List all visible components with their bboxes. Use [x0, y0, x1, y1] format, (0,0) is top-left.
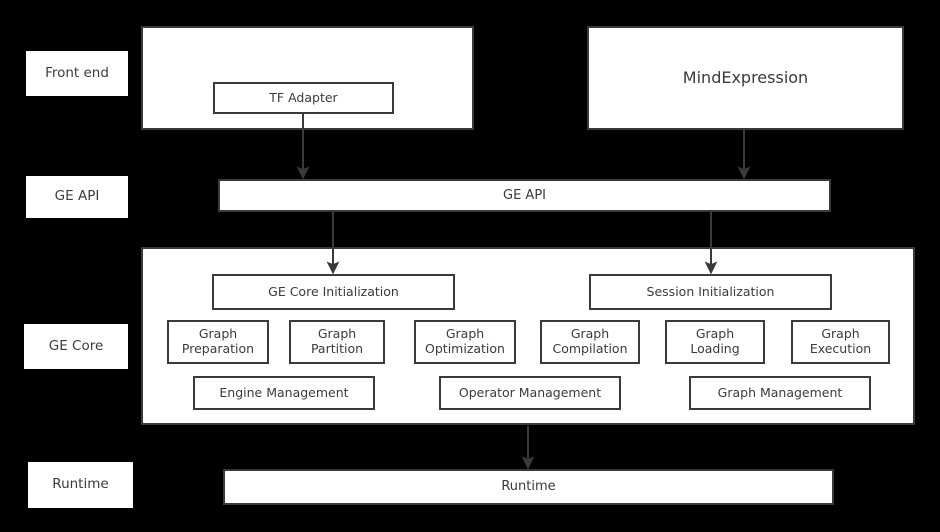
tf-adapter-label: TF Adapter: [269, 89, 338, 105]
module-graph-optimization[interactable]: Graph Optimization: [414, 320, 516, 364]
session-initialization-box[interactable]: Session Initialization: [589, 274, 832, 310]
module-graph-partition[interactable]: Graph Partition: [289, 320, 385, 364]
ge-api-bar[interactable]: GE API: [218, 179, 831, 212]
manager-engine-management-label: Engine Management: [219, 384, 349, 400]
module-graph-partition-label: Graph Partition: [310, 326, 364, 356]
session-initialization-label: Session Initialization: [646, 283, 775, 299]
module-graph-compilation-label: Graph Compilation: [552, 326, 628, 356]
layer-label-ge-api-text: GE API: [54, 188, 100, 205]
module-graph-preparation-label: Graph Preparation: [181, 326, 255, 356]
tf-adapter-box[interactable]: TF Adapter: [213, 82, 394, 114]
ge-core-initialization-label: GE Core Initialization: [268, 283, 399, 299]
mindexpression-label: MindExpression: [682, 67, 809, 87]
manager-engine-management[interactable]: Engine Management: [193, 376, 375, 410]
module-graph-optimization-label: Graph Optimization: [425, 326, 505, 356]
layer-label-ge-api: GE API: [26, 176, 128, 218]
module-graph-compilation[interactable]: Graph Compilation: [540, 320, 640, 364]
layer-label-front-end: Front end: [26, 51, 128, 96]
layer-label-ge-core: GE Core: [24, 324, 128, 369]
module-graph-preparation[interactable]: Graph Preparation: [167, 320, 269, 364]
manager-operator-management[interactable]: Operator Management: [439, 376, 621, 410]
manager-operator-management-label: Operator Management: [458, 384, 602, 400]
module-graph-loading[interactable]: Graph Loading: [665, 320, 765, 364]
layer-label-runtime-text: Runtime: [52, 476, 109, 493]
mindexpression-container: MindExpression: [587, 26, 904, 130]
ge-core-initialization-box[interactable]: GE Core Initialization: [212, 274, 455, 310]
tensorflow-container: Tensorflow: [141, 26, 474, 130]
layer-label-front-end-text: Front end: [45, 64, 109, 81]
module-graph-loading-label: Graph Loading: [690, 326, 740, 356]
runtime-bar[interactable]: Runtime: [223, 469, 834, 505]
layer-label-runtime: Runtime: [28, 462, 133, 508]
runtime-bar-label: Runtime: [501, 479, 556, 495]
ge-api-bar-label: GE API: [503, 187, 546, 203]
module-graph-execution-label: Graph Execution: [809, 326, 872, 356]
layer-label-ge-core-text: GE Core: [48, 337, 104, 354]
manager-graph-management[interactable]: Graph Management: [689, 376, 871, 410]
manager-graph-management-label: Graph Management: [717, 384, 843, 400]
module-graph-execution[interactable]: Graph Execution: [791, 320, 890, 364]
